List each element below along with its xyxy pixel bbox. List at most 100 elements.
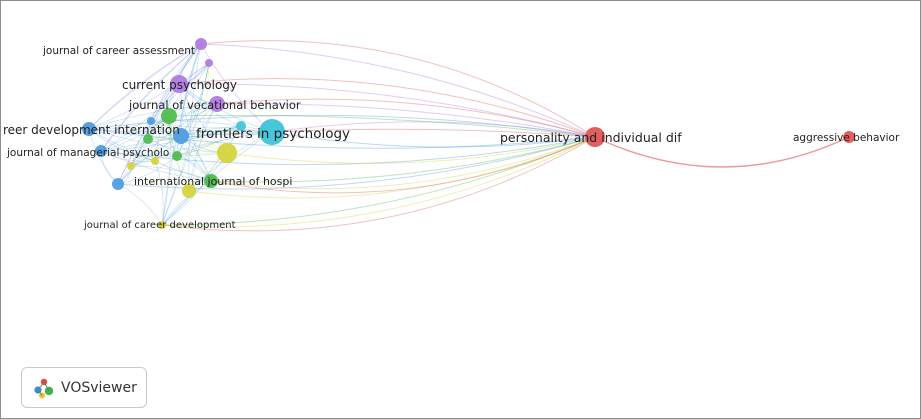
network-edge <box>88 128 596 149</box>
network-edge <box>178 83 212 182</box>
network-edge <box>88 128 212 182</box>
network-label-cp: current psychology <box>122 78 237 92</box>
network-edge <box>188 136 596 199</box>
network-node-ab[interactable] <box>843 131 855 143</box>
network-edge <box>180 43 202 137</box>
network-edge <box>100 43 202 152</box>
network-node[interactable] <box>151 157 159 165</box>
network-edge <box>150 120 242 129</box>
network-edge <box>88 43 202 130</box>
network-edge <box>161 125 242 226</box>
network-edge <box>88 125 242 133</box>
network-edge <box>176 125 242 157</box>
network-node-jcd[interactable] <box>158 221 166 229</box>
network-node-paid[interactable] <box>585 127 605 147</box>
network-node-cdi[interactable] <box>82 122 96 136</box>
network-node[interactable] <box>236 121 246 131</box>
network-edge <box>130 103 218 167</box>
network-node-fip[interactable] <box>259 119 285 145</box>
network-edge <box>88 62 210 130</box>
network-label-cdi: reer development internation <box>3 123 180 137</box>
network-edge <box>168 114 596 138</box>
vosviewer-logo-badge[interactable]: VOSviewer <box>21 367 147 408</box>
network-edge <box>88 115 170 130</box>
network-edge <box>117 183 163 226</box>
network-edge <box>216 103 596 138</box>
network-node-jca[interactable] <box>195 38 207 50</box>
network-edge <box>100 136 596 166</box>
network-edge <box>210 136 596 194</box>
network-label-jmp: journal of managerial psycholo <box>6 147 169 159</box>
network-edge <box>161 62 210 226</box>
network-node[interactable] <box>182 184 196 198</box>
network-edge <box>594 136 850 168</box>
network-edge <box>188 125 242 192</box>
network-edge <box>147 62 210 140</box>
network-edge <box>130 43 202 167</box>
network-edge <box>130 131 273 167</box>
network-edge <box>271 121 596 138</box>
network-edge <box>216 98 596 138</box>
network-edge <box>271 128 596 138</box>
network-edge <box>150 120 212 182</box>
network-node[interactable] <box>172 151 182 161</box>
network-label-ab: aggressive behavior <box>793 132 900 144</box>
network-edge <box>100 103 218 152</box>
network-node-jmp[interactable] <box>95 145 107 157</box>
network-edge <box>117 83 180 185</box>
network-edge <box>154 160 164 226</box>
network-edge <box>161 136 596 228</box>
network-edge <box>176 43 202 157</box>
network-edge <box>117 155 178 185</box>
network-labels: journal of career assessment current psyc… <box>3 45 900 231</box>
network-edge <box>188 103 218 192</box>
network-edge <box>88 114 596 138</box>
network-edge <box>117 43 202 185</box>
network-edge <box>100 150 212 182</box>
network-node[interactable] <box>161 108 177 124</box>
network-edge <box>176 62 210 157</box>
network-node[interactable] <box>173 128 189 144</box>
network-edge <box>210 136 596 183</box>
network-edge <box>210 136 596 190</box>
network-edge <box>100 125 242 152</box>
network-node-cp[interactable] <box>170 75 188 93</box>
network-node[interactable] <box>127 162 135 170</box>
network-label-paid: personality and individual dif <box>500 130 682 145</box>
network-node-jvb[interactable] <box>209 96 225 112</box>
network-nodes <box>82 38 855 229</box>
network-node-ijh[interactable] <box>204 174 218 188</box>
network-edge <box>226 136 596 164</box>
network-label-jcd: journal of career development <box>83 220 236 231</box>
network-node[interactable] <box>112 178 124 190</box>
network-edge <box>161 136 596 232</box>
network-edge <box>88 128 228 154</box>
network-edge <box>147 125 242 140</box>
network-label-jvb: journal of vocational behavior <box>128 98 301 112</box>
network-edge <box>130 165 212 182</box>
network-edge <box>100 62 210 152</box>
network-edge <box>161 103 218 226</box>
network-edge <box>147 43 202 140</box>
network-edge <box>178 83 596 138</box>
network-node[interactable] <box>143 134 153 144</box>
network-edge <box>178 78 596 138</box>
network-node[interactable] <box>205 59 213 67</box>
network-edge <box>200 40 596 138</box>
network-edge <box>147 130 273 140</box>
network-edge <box>161 136 596 226</box>
network-edge <box>100 43 202 152</box>
network-node[interactable] <box>217 143 237 163</box>
network-label-ijh: international journal of hospi <box>134 175 292 188</box>
network-edge <box>117 120 152 185</box>
network-label-jca: journal of career assessment <box>42 45 195 57</box>
network-label-fip: frontiers in psychology <box>196 126 350 142</box>
network-edge <box>200 43 596 138</box>
network-node[interactable] <box>147 117 155 125</box>
network-edge <box>100 150 228 157</box>
network-edge <box>188 62 210 192</box>
vosviewer-logo-label: VOSviewer <box>61 379 137 396</box>
network-edge <box>188 43 202 192</box>
